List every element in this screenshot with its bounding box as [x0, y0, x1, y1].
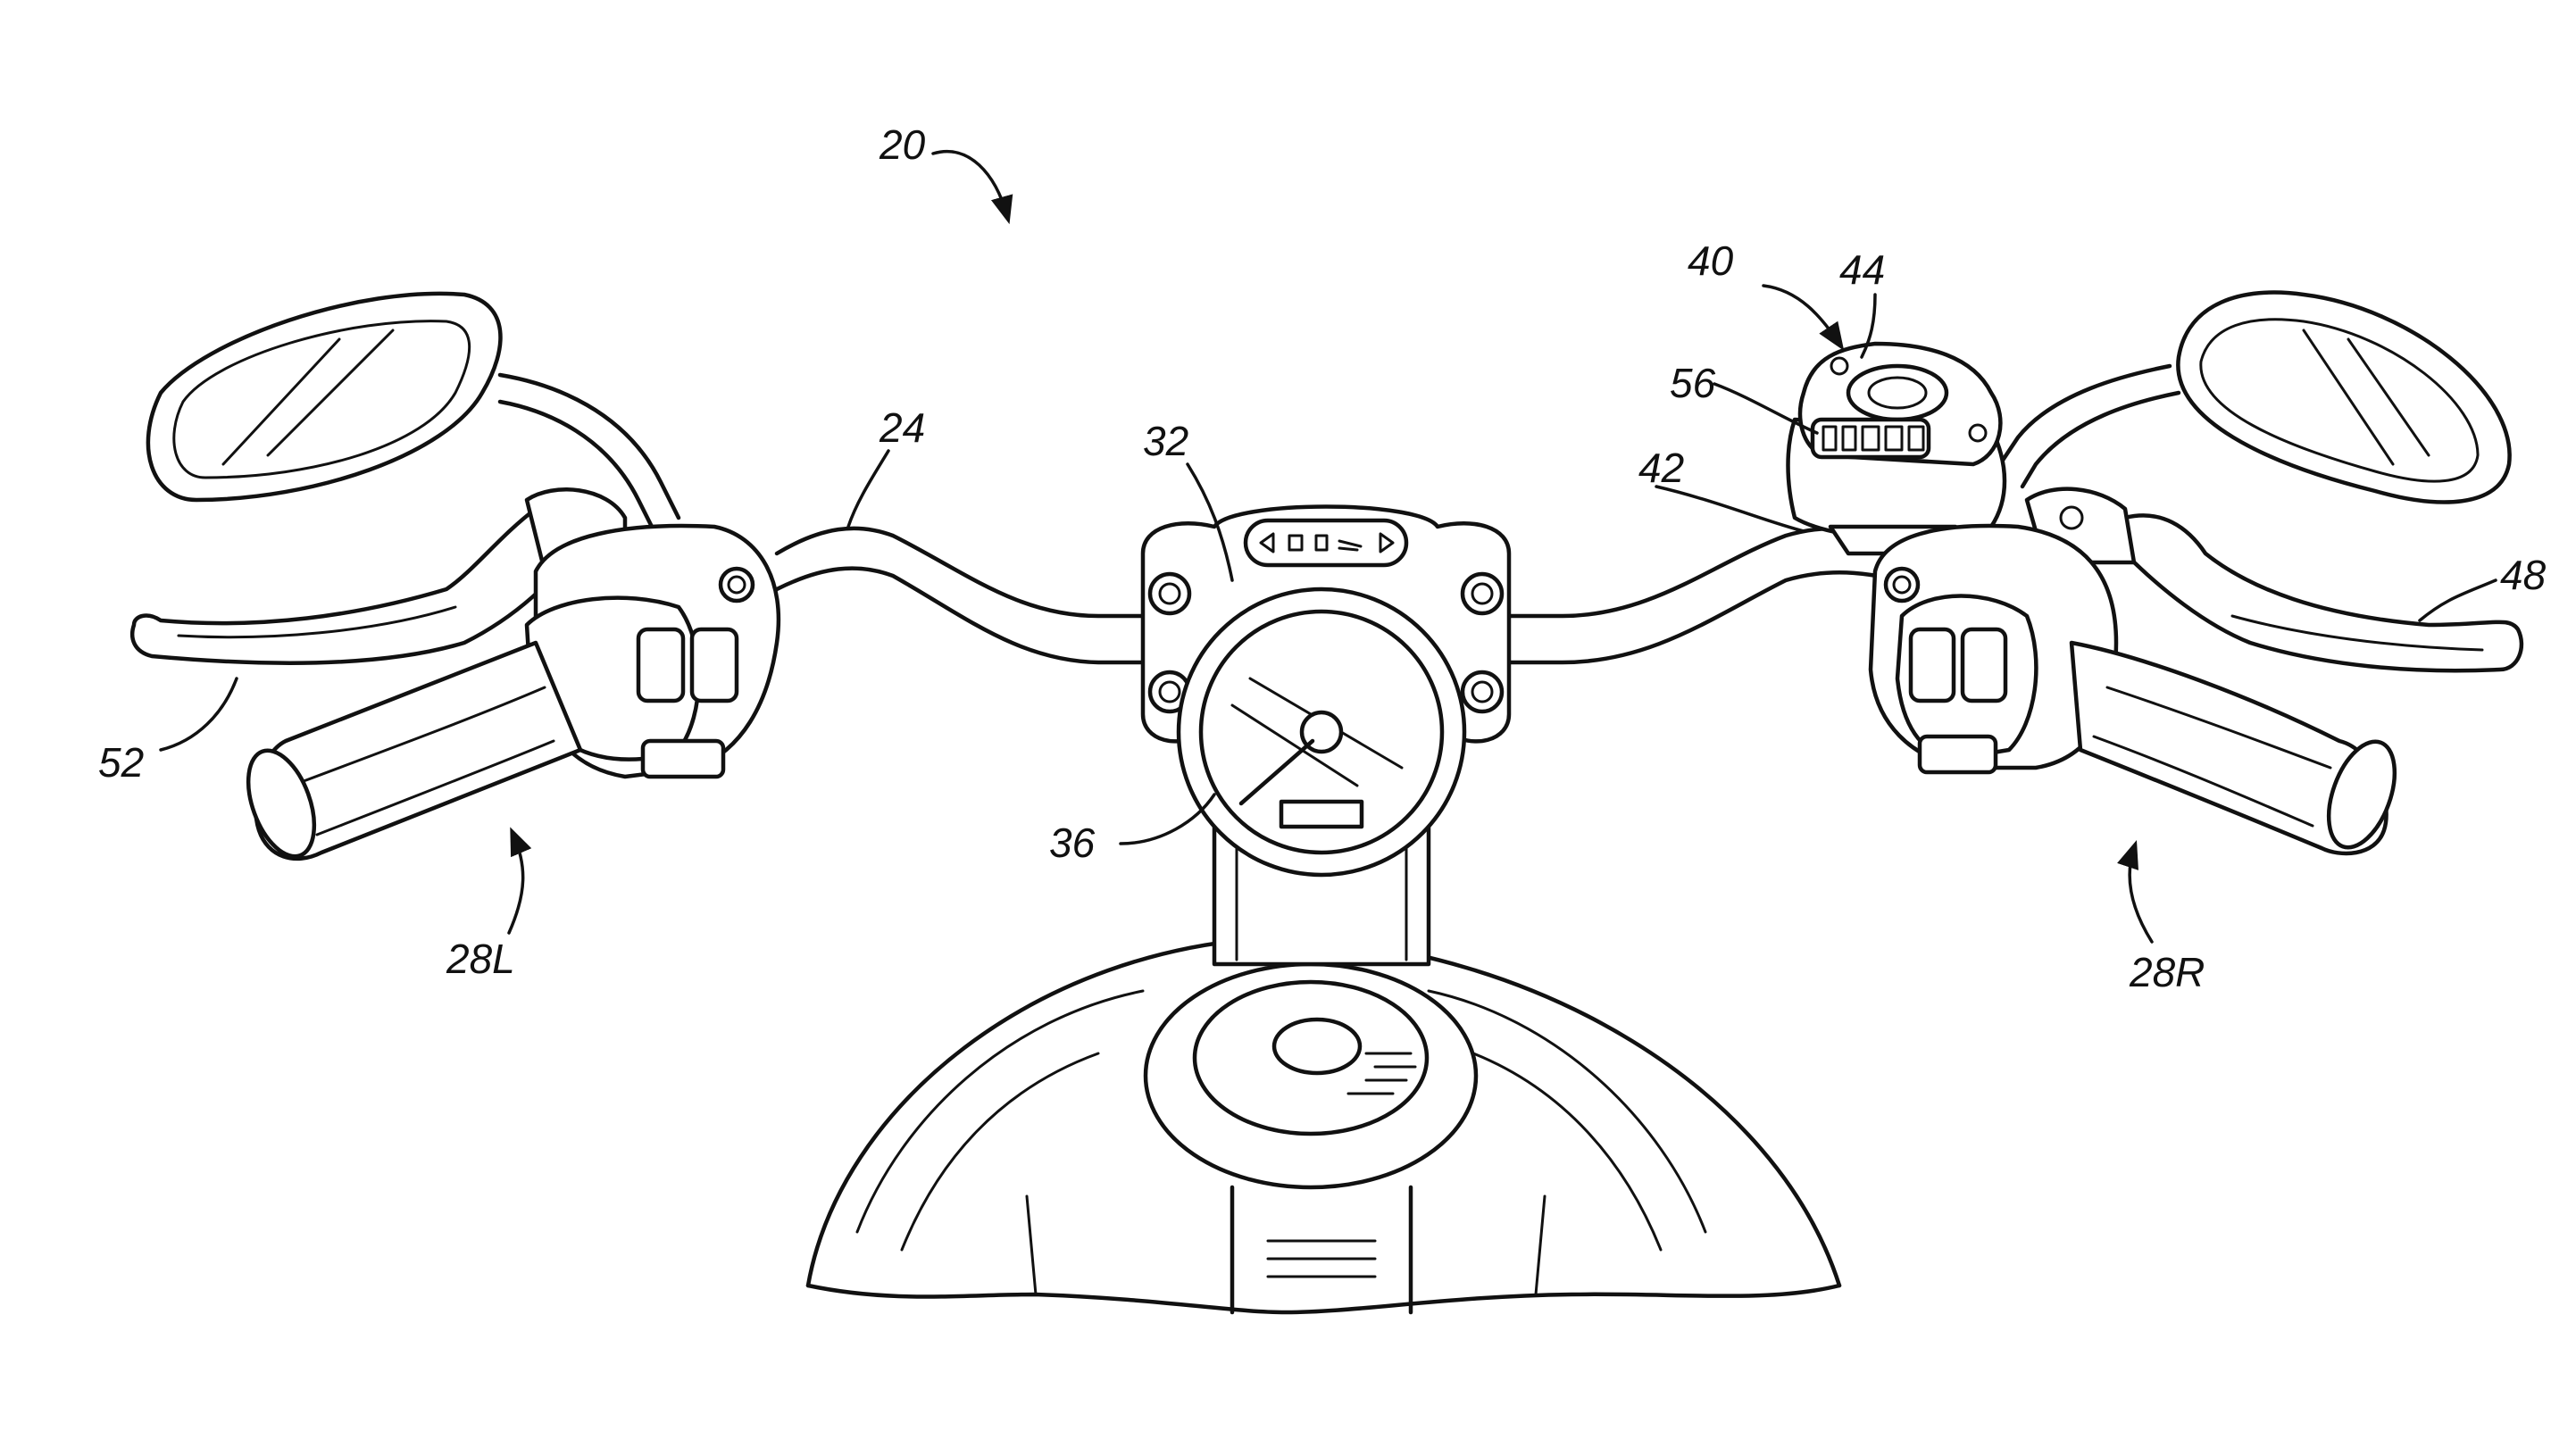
right-mirror: [2000, 293, 2510, 503]
label-assembly: 20: [879, 121, 926, 168]
accessory-unit: [1788, 344, 2005, 553]
label-brake-lever: 48: [2500, 552, 2547, 598]
label-riser-clamp: 32: [1143, 418, 1188, 464]
speedometer: [1179, 589, 1464, 875]
label-mount: 42: [1638, 445, 1684, 491]
label-indicator-panel: 56: [1670, 360, 1716, 406]
label-speedometer: 36: [1049, 820, 1096, 866]
fuel-cap: [1146, 964, 1476, 1187]
label-unit-top: 44: [1839, 246, 1885, 293]
indicator-panel: [1813, 420, 1929, 457]
label-handlebar: 24: [879, 404, 925, 451]
label-right-control: 28R: [2129, 949, 2205, 995]
left-mirror: [148, 294, 679, 527]
left-grip: [236, 643, 580, 865]
label-left-control: 28L: [446, 936, 515, 982]
label-clutch-lever: 52: [98, 739, 144, 786]
right-grip: [2072, 643, 2407, 856]
label-accessory-unit: 40: [1688, 237, 1734, 284]
